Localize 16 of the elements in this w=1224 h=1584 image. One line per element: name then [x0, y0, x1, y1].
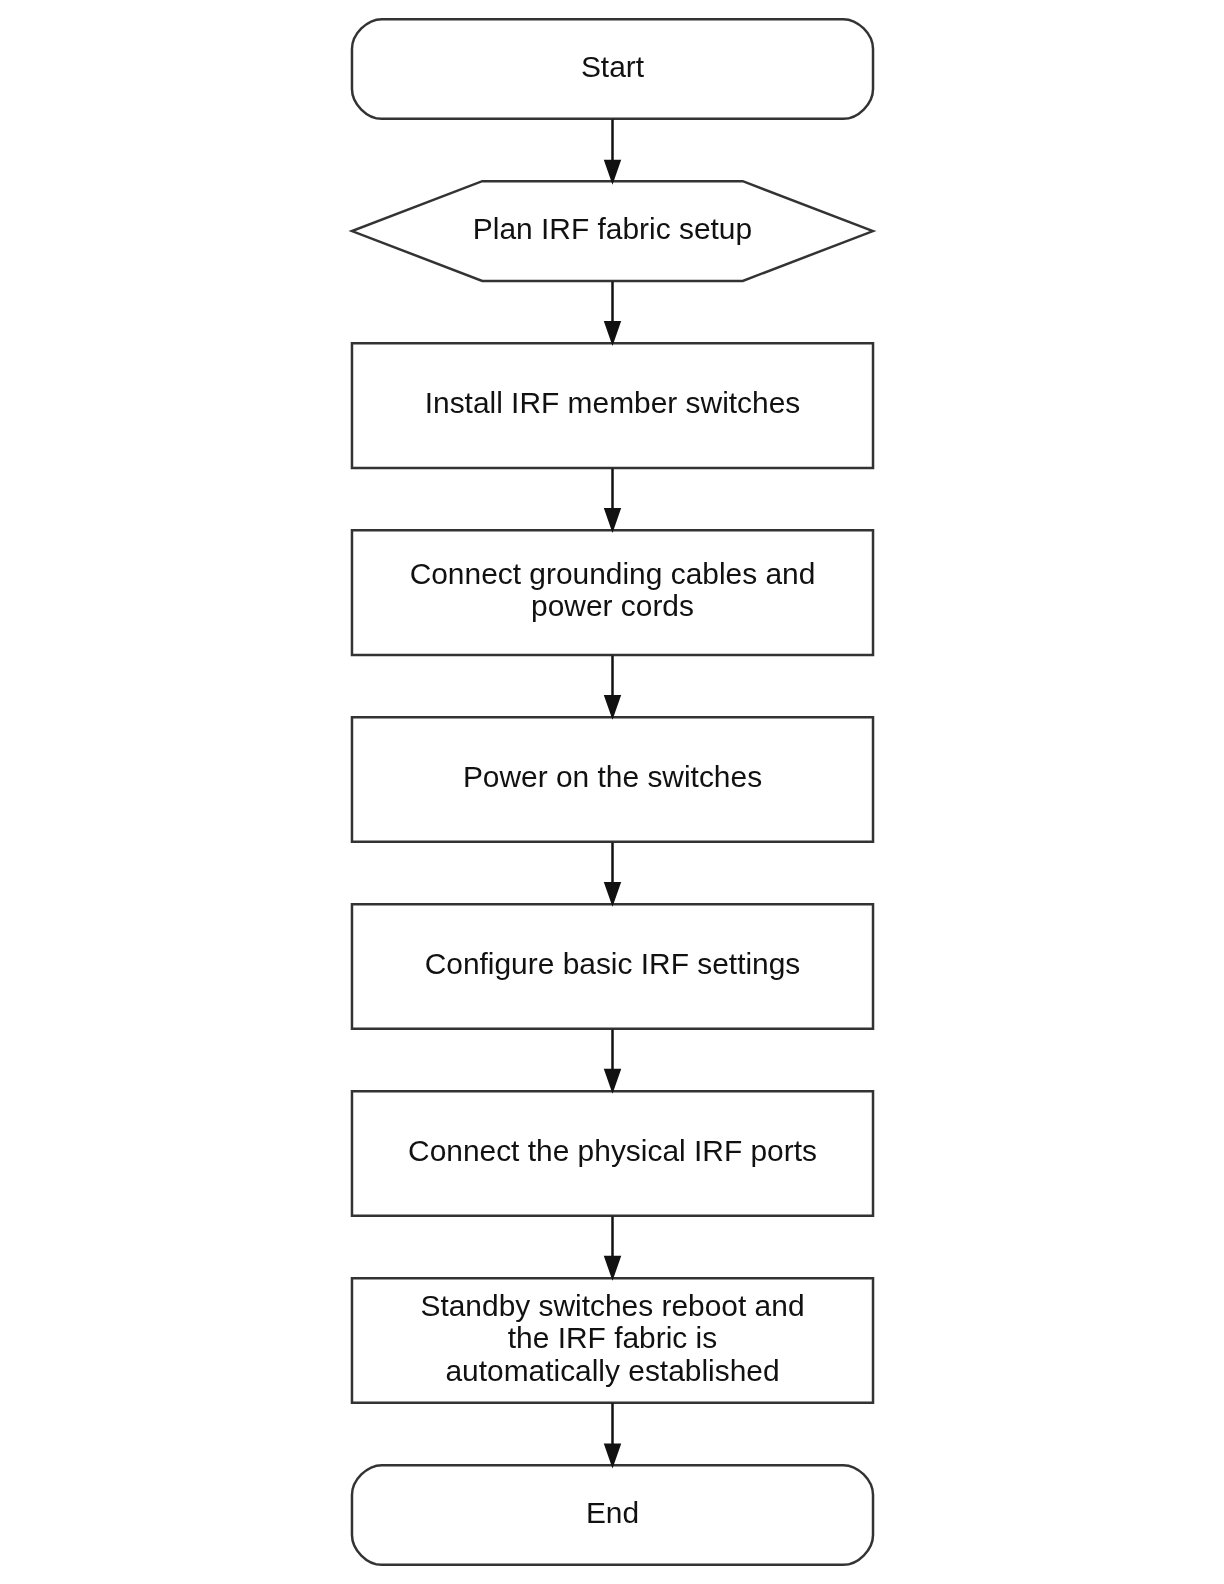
arrow	[603, 1029, 621, 1094]
node-box: Connect grounding cables and power cords	[350, 529, 874, 657]
arrow	[603, 842, 621, 907]
arrow	[603, 468, 621, 533]
node-box: Configure basic IRF settings	[350, 902, 874, 1031]
arrow	[603, 1216, 621, 1281]
node-box: Power on the switches	[350, 715, 874, 844]
node-box: End	[350, 1463, 874, 1567]
arrow	[603, 281, 621, 346]
arrow	[603, 1403, 621, 1469]
arrow	[603, 655, 621, 720]
node-box: Connect the physical IRF ports	[350, 1089, 874, 1218]
arrow	[603, 119, 621, 185]
node-box: Standby switches reboot and the IRF fabric is automatically established	[350, 1276, 874, 1405]
node-box: Start	[350, 17, 874, 121]
node-box: Install IRF member switches	[350, 342, 874, 470]
